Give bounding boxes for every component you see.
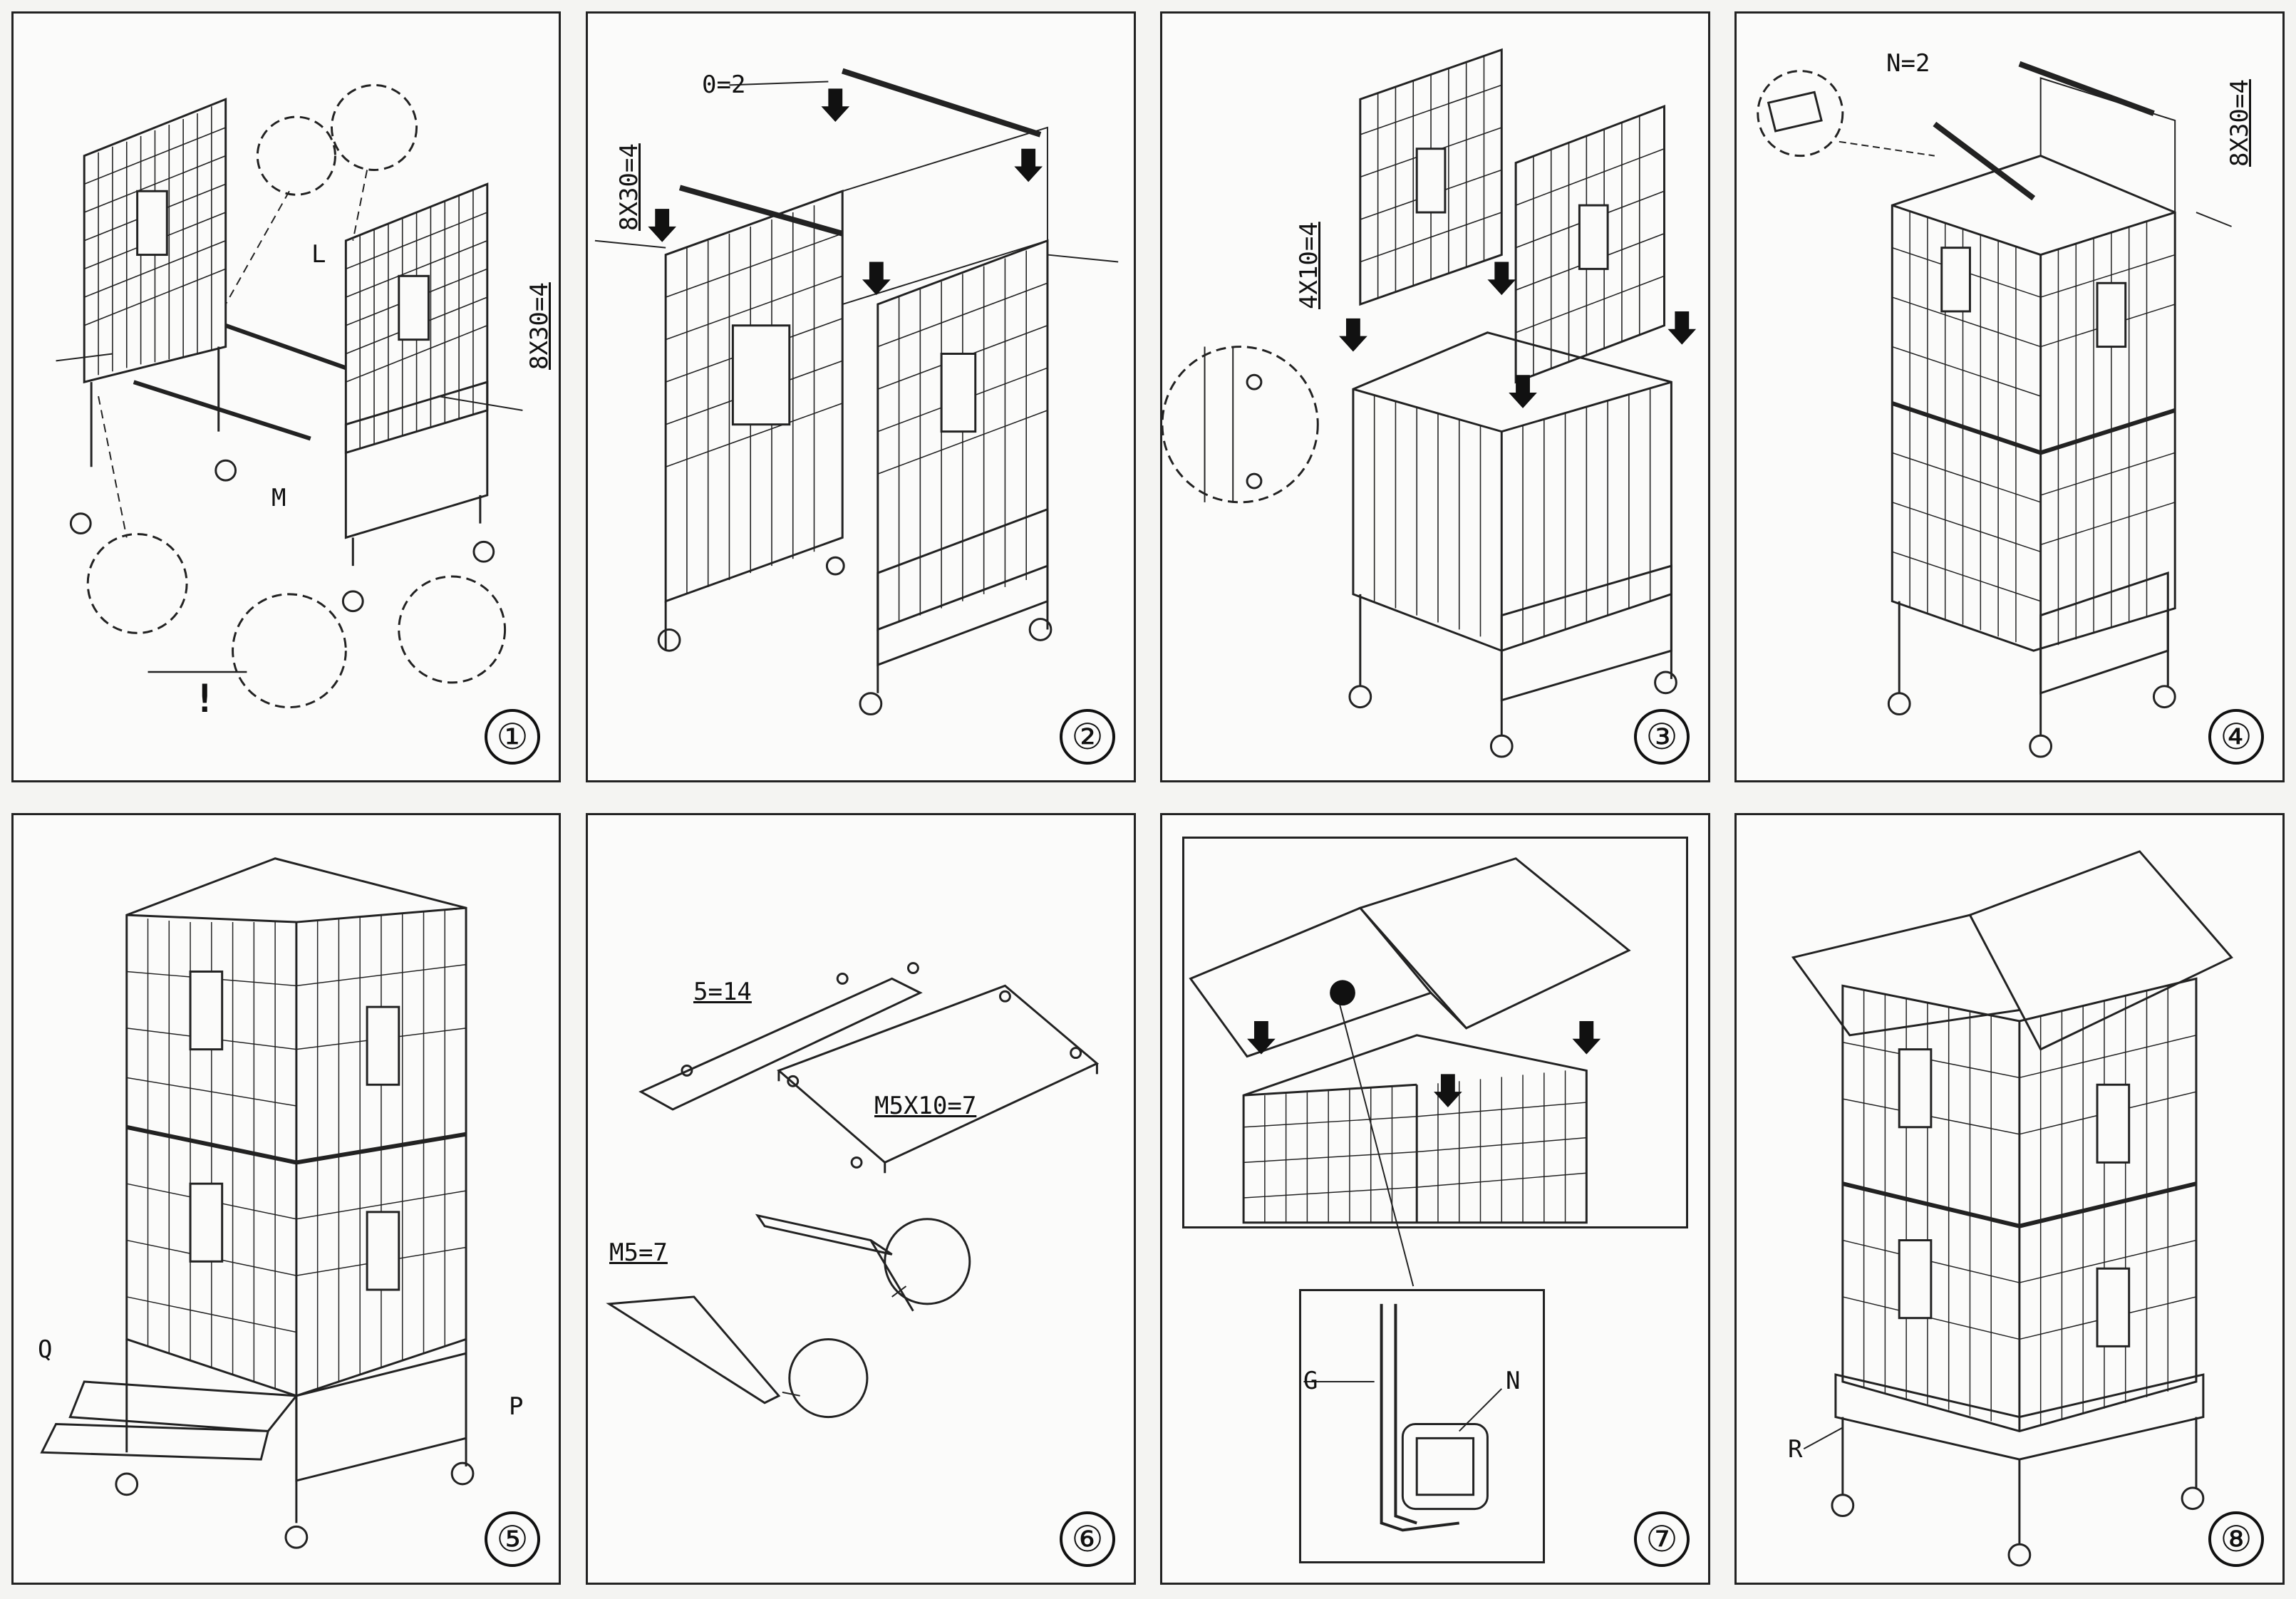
step-6-number: ⑥	[1060, 1511, 1115, 1567]
step-3-panel: 4X10=4 ③	[1160, 11, 1710, 782]
roof-panel-icon	[638, 977, 923, 1111]
step-8-number: ⑧	[2208, 1511, 2264, 1567]
detail-view	[1299, 1289, 1545, 1563]
label-bolt-spec: 8X30=4	[615, 143, 643, 231]
label-washer-spec: 5=14	[693, 978, 752, 1006]
step-4-drawing	[1757, 61, 2232, 758]
label-bolt-spec: 8X30=4	[525, 282, 554, 370]
step-2-panel: 0=2 8X30=4 ②	[586, 11, 1136, 782]
label-tray-Q: Q	[38, 1335, 53, 1364]
label-nut-spec: M5=7	[609, 1238, 668, 1267]
label-warning: !	[193, 676, 217, 721]
step-5-panel: Q P ⑤	[11, 813, 561, 1585]
step-2-number: ②	[1060, 709, 1115, 765]
label-bar-O: 0=2	[702, 71, 746, 99]
step-4-number: ④	[2208, 709, 2264, 765]
step-1-panel: L M 8X30=4 ! ①	[11, 11, 561, 782]
label-G: G	[1303, 1367, 1318, 1395]
step-6-drawing	[606, 962, 1100, 1419]
label-R: R	[1788, 1435, 1803, 1464]
step-8-drawing	[1791, 850, 2233, 1567]
step-3-drawing	[1162, 48, 1697, 758]
step-4-panel: N=2 8X30=4 ④	[1734, 11, 2285, 782]
step-8-panel: R ⑧	[1734, 813, 2285, 1585]
label-bar-N: N=2	[1886, 49, 1930, 78]
label-bolt-spec: 8X30=4	[2225, 79, 2254, 167]
label-L: L	[311, 240, 326, 269]
label-M: M	[272, 484, 286, 512]
label-tray-P: P	[509, 1392, 524, 1421]
step-6-panel: 5=14 M5X10=7 M5=7 ⑥	[586, 813, 1136, 1585]
caster-wheel-icon	[69, 512, 92, 534]
step-7-panel: G N ⑦	[1160, 813, 1710, 1585]
step-1-drawing	[56, 83, 523, 709]
door-left	[136, 190, 168, 257]
step-1-number: ①	[485, 709, 540, 765]
label-N: N	[1506, 1367, 1521, 1395]
label-screw-spec: M5X10=7	[874, 1092, 977, 1120]
step-3-number: ③	[1634, 709, 1690, 765]
step-7-number: ⑦	[1634, 1511, 1690, 1567]
side-panel-left	[83, 98, 227, 384]
step-5-number: ⑤	[485, 1511, 540, 1567]
step-2-drawing	[594, 68, 1119, 715]
step-5-drawing	[40, 857, 475, 1549]
magnify-circle-icon	[86, 533, 188, 634]
cage-panel-icon	[1359, 48, 1503, 306]
step-7-drawing	[1189, 857, 1631, 1532]
label-screw-spec: 4X10=4	[1295, 222, 1323, 309]
